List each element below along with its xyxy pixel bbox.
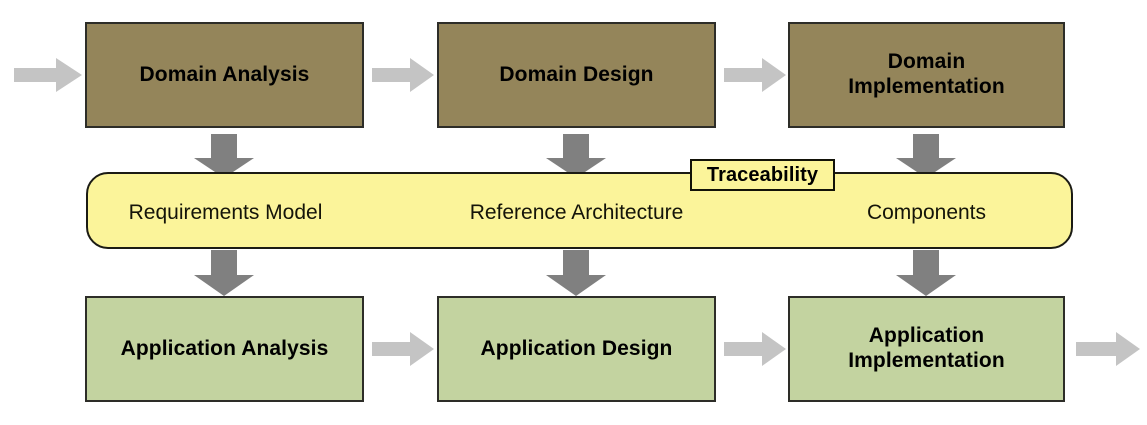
process-box-label-line-2: Implementation: [848, 75, 1005, 98]
process-box-application-analysis[interactable]: Application Analysis: [85, 296, 364, 402]
process-box-label: Application Implementation: [842, 324, 1011, 374]
artifact-label-components: Components: [866, 201, 987, 224]
process-box-label: Domain Implementation: [842, 50, 1011, 100]
process-box-application-implementation[interactable]: Application Implementation: [788, 296, 1065, 402]
traceability-down-arrow-to-application-implementation: [896, 250, 956, 296]
flow-arrow-domain-analysis-to-design: [372, 58, 434, 92]
process-box-domain-implementation[interactable]: Domain Implementation: [788, 22, 1065, 128]
flow-arrow-application-design-to-implementation: [724, 332, 786, 366]
process-box-label: Application Design: [480, 336, 673, 360]
process-box-application-design[interactable]: Application Design: [437, 296, 716, 402]
input-arrow-domain: [14, 58, 82, 92]
traceability-band[interactable]: [86, 172, 1073, 249]
traceability-down-arrow-from-domain-analysis: [194, 134, 254, 178]
flow-arrow-application-analysis-to-design: [372, 332, 434, 366]
traceability-down-arrow-to-application-analysis: [194, 250, 254, 296]
output-arrow-application: [1076, 332, 1140, 366]
process-box-label: Domain Analysis: [139, 62, 310, 86]
process-box-label: Application Analysis: [120, 336, 329, 360]
traceability-down-arrow-to-application-design: [546, 250, 606, 296]
process-box-domain-design[interactable]: Domain Design: [437, 22, 716, 128]
process-box-label-line-1: Domain: [887, 50, 966, 74]
process-box-label-line-2: Implementation: [848, 349, 1005, 372]
artifact-label-reference-architecture: Reference Architecture: [469, 201, 684, 224]
flow-arrow-domain-design-to-implementation: [724, 58, 786, 92]
process-box-label-line-1: Application: [868, 324, 985, 348]
process-box-label: Domain Design: [499, 62, 654, 86]
artifact-label-requirements-model: Requirements Model: [128, 201, 323, 224]
process-box-domain-analysis[interactable]: Domain Analysis: [85, 22, 364, 128]
traceability-down-arrow-from-domain-implementation: [896, 134, 956, 178]
traceability-tag-label: Traceability: [706, 163, 819, 186]
traceability-tag[interactable]: Traceability: [690, 159, 835, 191]
traceability-down-arrow-from-domain-design: [546, 134, 606, 178]
